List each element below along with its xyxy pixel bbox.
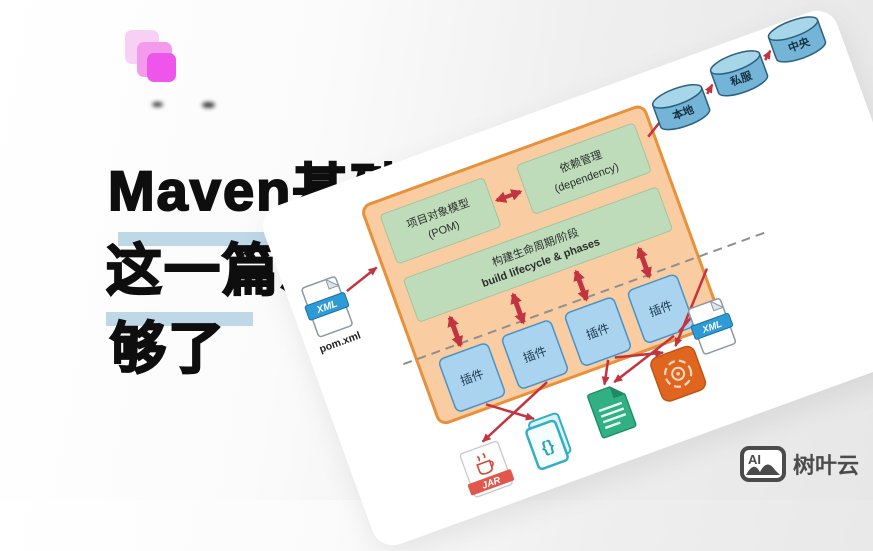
watermark: AI 树叶云	[739, 446, 859, 482]
arrow-private-to-central	[762, 49, 772, 61]
plugin-box-2: 插件	[501, 320, 569, 389]
plugin-box-1: 插件	[438, 343, 506, 412]
svg-text:AI: AI	[748, 452, 761, 467]
watermark-brand-text: 树叶云	[792, 453, 859, 478]
svg-text:{}: {}	[539, 437, 557, 457]
arrow-pom-to-container	[346, 266, 378, 293]
output-xml-file-icon: XML	[687, 298, 737, 355]
report-document-icon	[587, 386, 637, 439]
ai-photo-icon: AI	[739, 446, 786, 482]
braces-file-icon: {}	[525, 412, 572, 471]
repo-cylinder-private: 私服	[709, 50, 769, 97]
jar-file-icon: JAR	[459, 440, 515, 498]
arrow-pom-dependency	[495, 189, 523, 203]
logo-square-dark	[147, 53, 176, 82]
package-icon	[650, 345, 707, 402]
page-title-line-3: 够了	[109, 317, 226, 380]
title-highlight-bar-2	[106, 312, 253, 326]
plugin-box-4: 插件	[627, 274, 694, 344]
dashed-separator-line	[402, 231, 765, 366]
maven-architecture-diagram: XML pom.xml 项目对象模型 (POM) 依赖管理 (dependenc…	[301, 16, 827, 498]
arrow-local-to-private	[704, 83, 714, 95]
lifecycle-plugin-arrows	[447, 246, 652, 348]
repo-cylinder-central: 中央	[767, 16, 827, 63]
diagram-card: XML pom.xml 项目对象模型 (POM) 依赖管理 (dependenc…	[256, 4, 873, 551]
plugin-output-arrows	[481, 268, 709, 443]
repo-cylinder-local: 本地	[651, 83, 711, 131]
plugin-box-3: 插件	[564, 297, 631, 366]
